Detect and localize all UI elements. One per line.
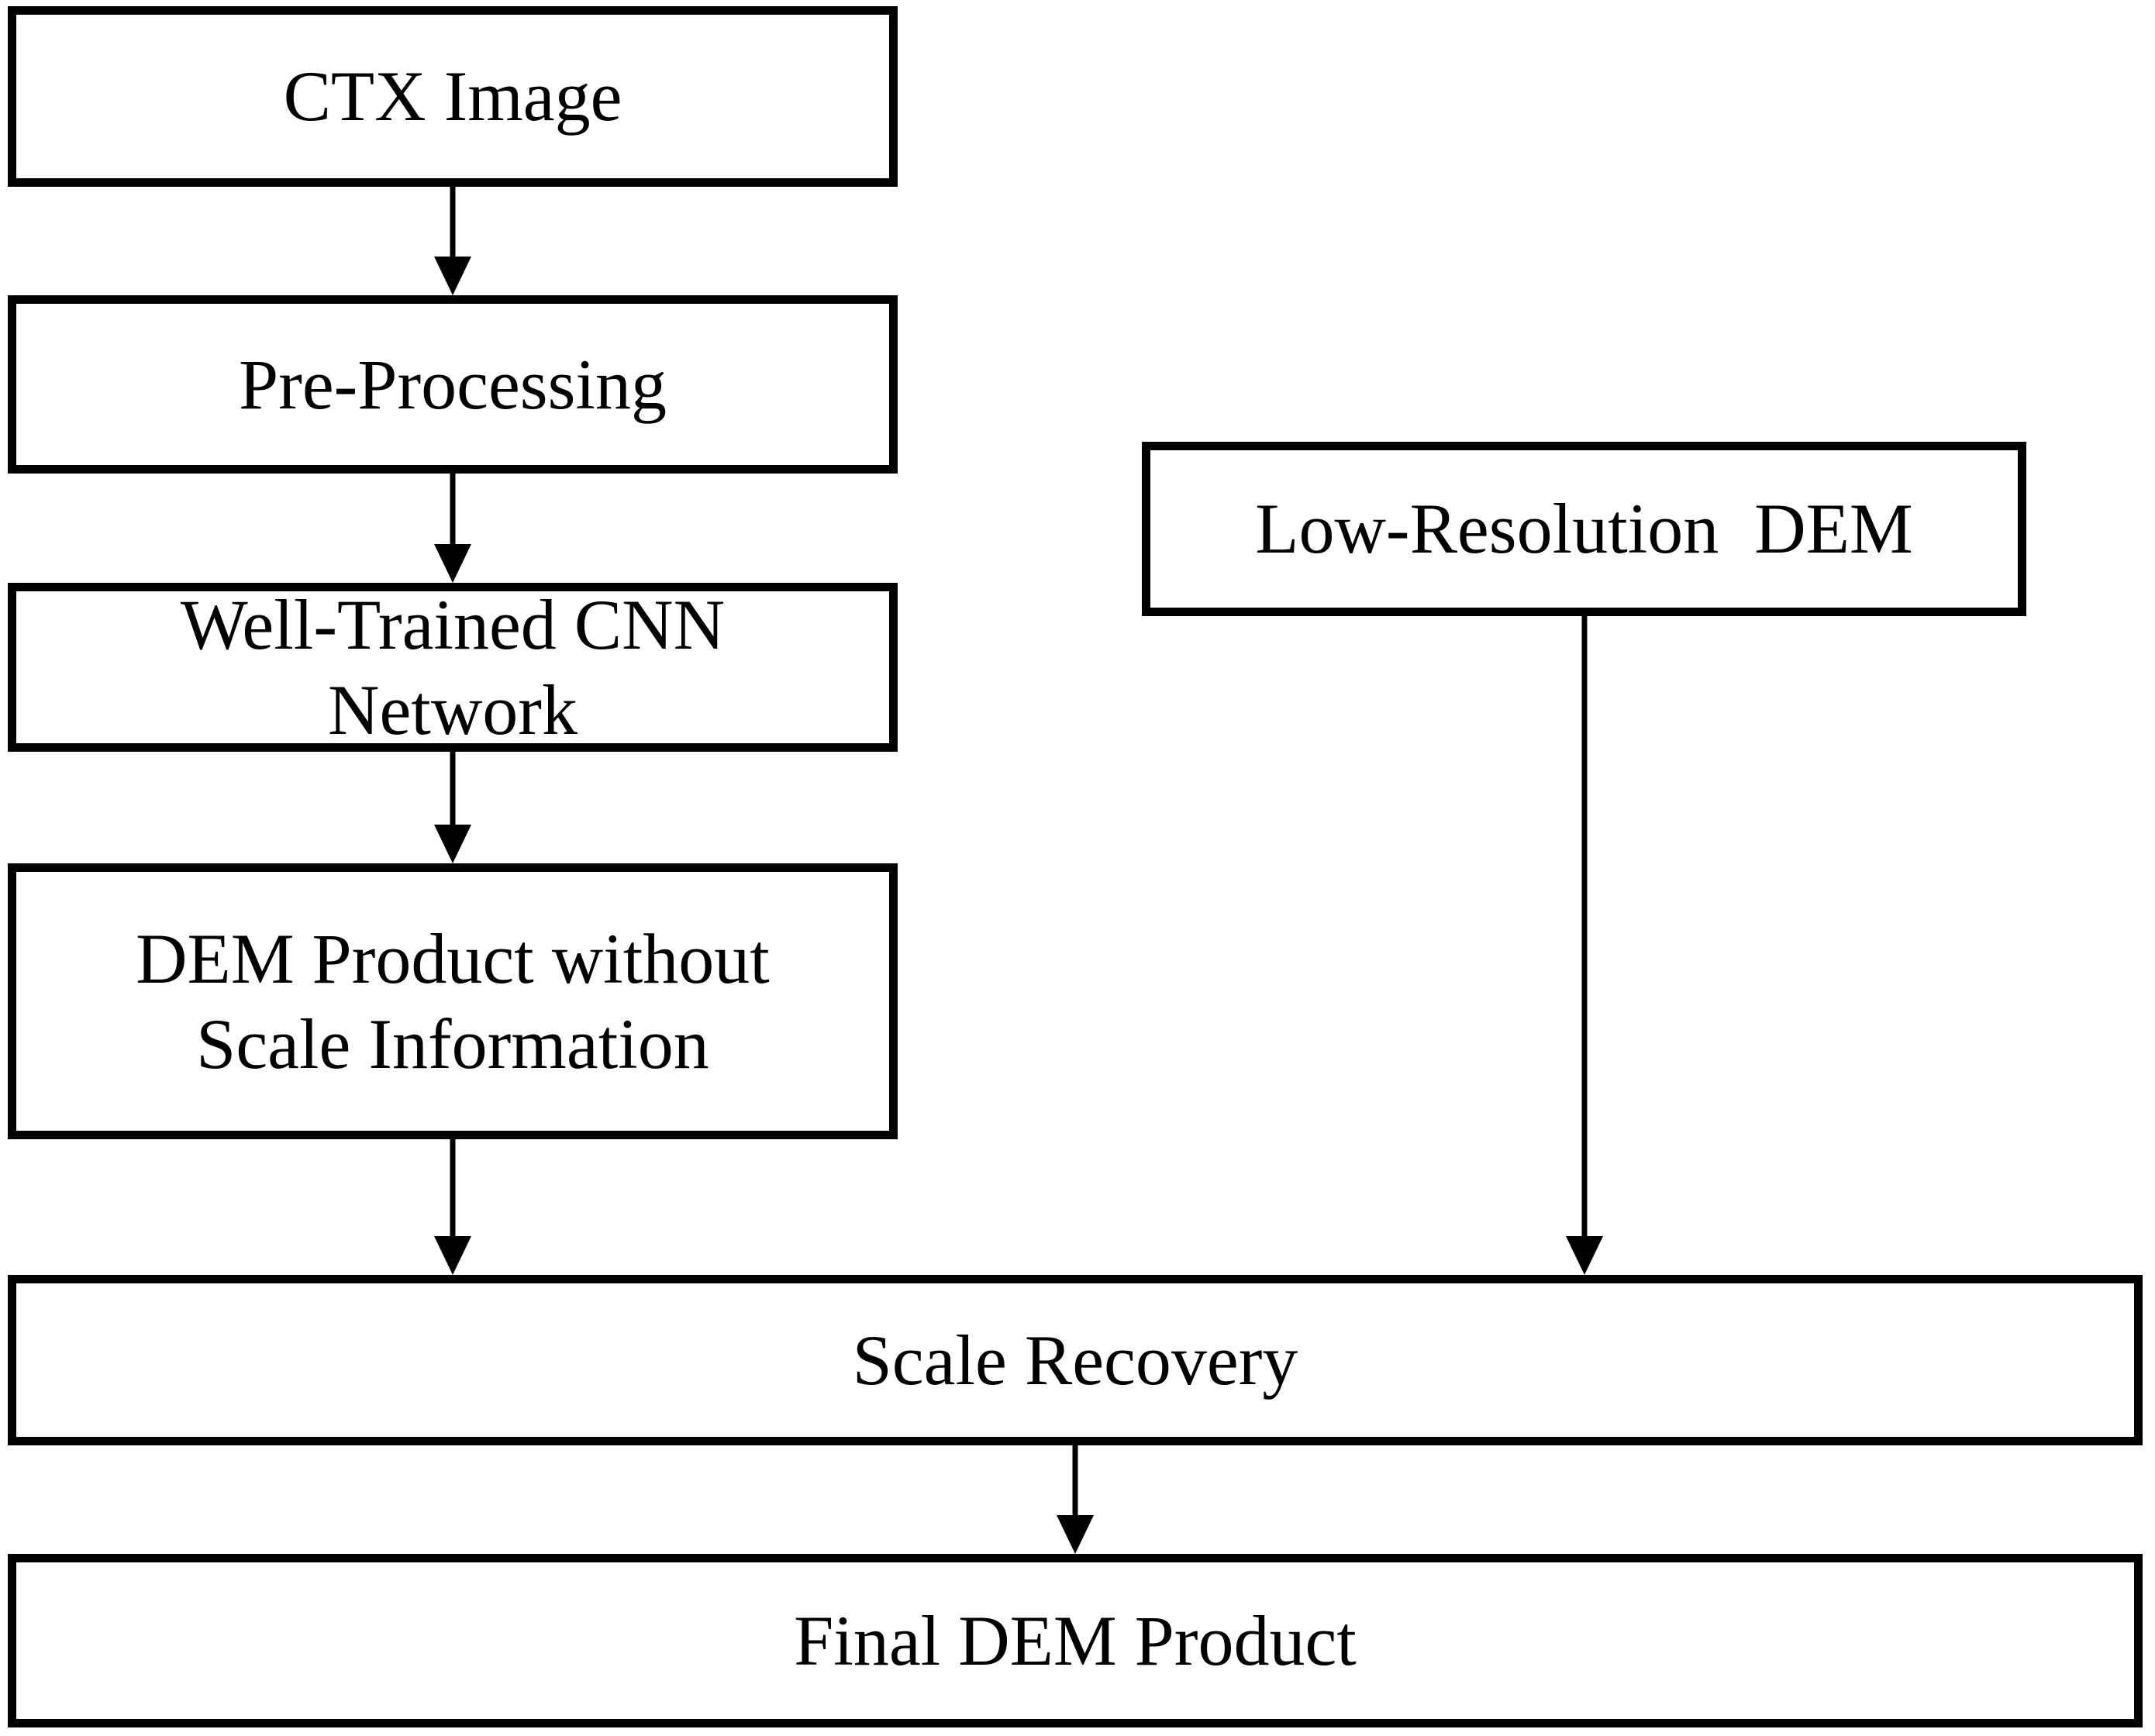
node-low-resolution-dem: Low-Resolution DEM	[1142, 442, 2026, 616]
arrow-low-resolution-dem-to-scale-recovery	[1566, 616, 1603, 1275]
arrowhead-down-icon	[434, 544, 471, 583]
arrow-stem	[450, 752, 456, 829]
arrow-stem	[450, 187, 456, 261]
arrowhead-down-icon	[434, 1236, 471, 1275]
arrowhead-down-icon	[1057, 1515, 1094, 1554]
arrow-stem	[450, 474, 456, 549]
arrow-pre-processing-to-cnn-network	[434, 474, 471, 583]
node-final-dem-product: Final DEM Product	[8, 1554, 2143, 1727]
arrow-ctx-image-to-pre-processing	[434, 187, 471, 295]
arrow-stem	[450, 1139, 456, 1241]
arrow-scale-recovery-to-final-dem-product	[1057, 1445, 1094, 1554]
node-ctx-image: CTX Image	[8, 6, 898, 187]
arrowhead-down-icon	[1566, 1236, 1603, 1275]
arrowhead-down-icon	[434, 825, 471, 863]
node-well-trained-cnn-network: Well-Trained CNN Network	[8, 583, 898, 752]
node-scale-recovery: Scale Recovery	[8, 1275, 2143, 1445]
arrow-stem	[1581, 616, 1588, 1241]
node-pre-processing: Pre-Processing	[8, 295, 898, 474]
node-dem-product-without-scale-information: DEM Product without Scale Information	[8, 863, 898, 1139]
arrow-dem-product-to-scale-recovery	[434, 1139, 471, 1275]
arrow-stem	[1072, 1445, 1078, 1520]
arrow-cnn-network-to-dem-product	[434, 752, 471, 863]
arrowhead-down-icon	[434, 257, 471, 295]
